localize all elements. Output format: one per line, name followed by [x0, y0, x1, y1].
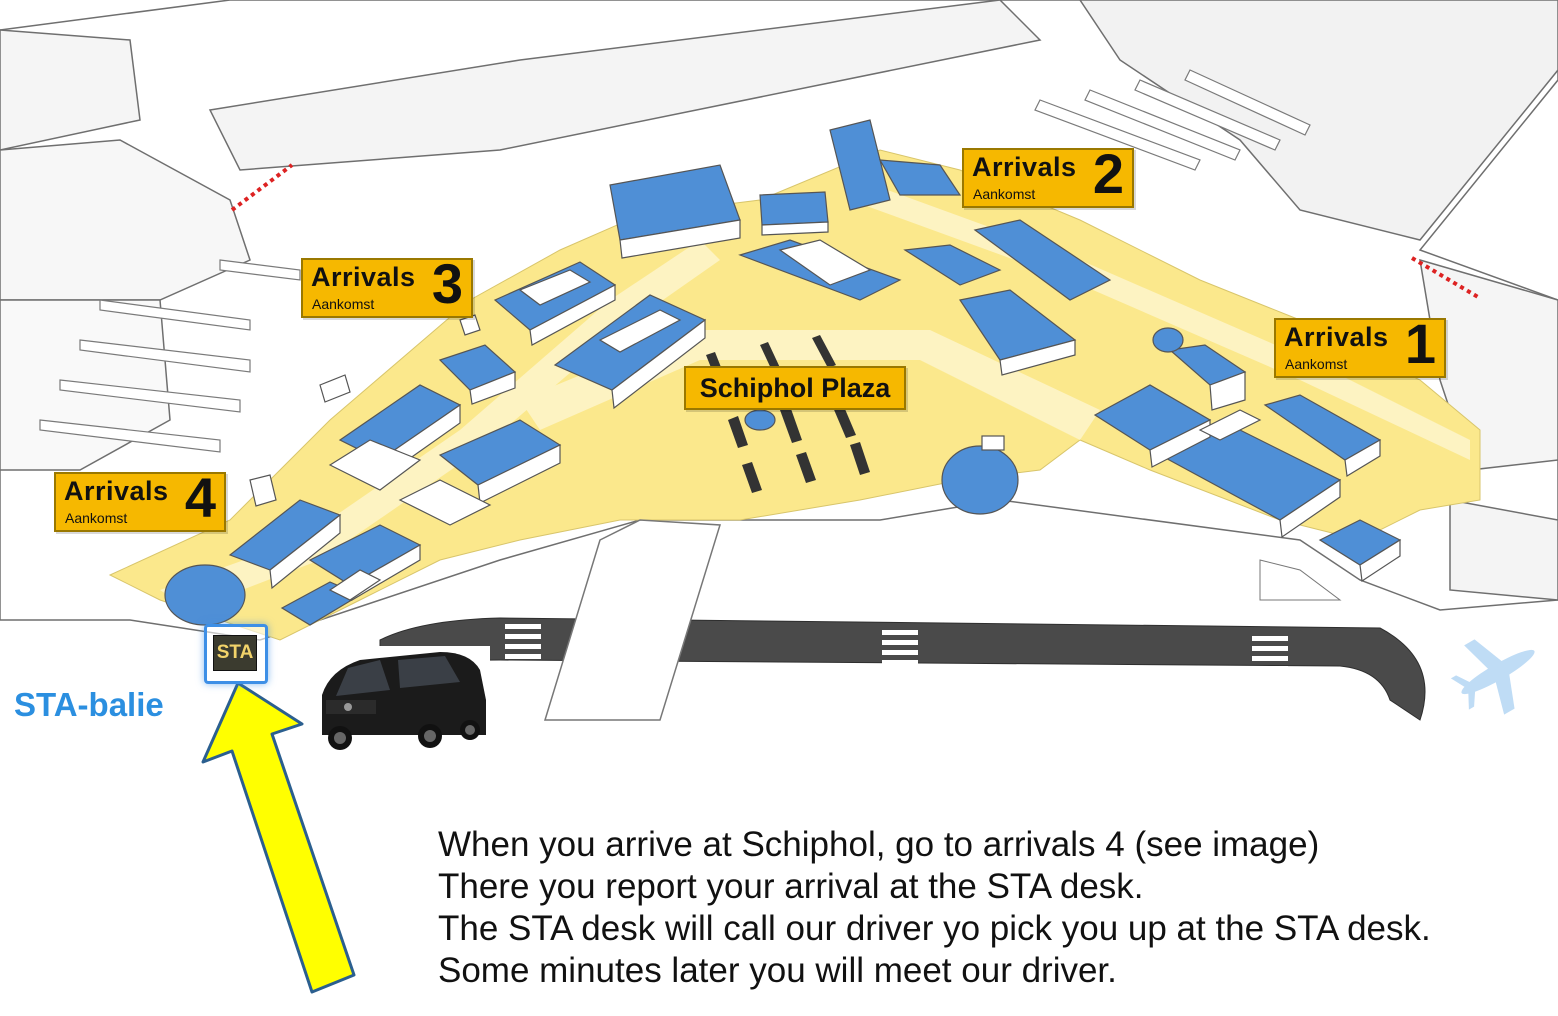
arrivals-2-sign: Arrivals Aankomst 2: [962, 142, 1134, 208]
instruction-line: There you report your arrival at the STA…: [438, 867, 1144, 906]
arrivals-2-number: 2: [1092, 142, 1124, 205]
instruction-line: When you arrive at Schiphol, go to arriv…: [438, 825, 1320, 864]
sta-desk-label: STA: [213, 635, 257, 671]
access-road: [379, 617, 1426, 721]
arrivals-1-sublabel: Aankomst: [1285, 356, 1348, 372]
car-icon: [312, 646, 490, 750]
arrivals-4-label: Arrivals: [64, 476, 169, 506]
shops-and-buildings: [164, 119, 1402, 626]
arrivals-1-label: Arrivals: [1284, 322, 1389, 352]
gate-wedges: [39, 69, 1311, 453]
instruction-line: The STA desk will call our driver yo pic…: [438, 909, 1431, 948]
airplane-icon: [1450, 639, 1535, 715]
schiphol-plaza-sign: Schiphol Plaza: [684, 366, 906, 410]
arrivals-4-sublabel: Aankomst: [65, 510, 128, 526]
arrivals-3-sign: Arrivals Aankomst 3: [301, 252, 473, 318]
arrivals-3-sublabel: Aankomst: [312, 296, 375, 312]
arrivals-2-sublabel: Aankomst: [973, 186, 1036, 202]
arrivals-4-number: 4: [184, 466, 216, 529]
instructions-text: When you arrive at Schiphol, go to arriv…: [438, 824, 1548, 992]
arrivals-1-number: 1: [1404, 312, 1436, 375]
arrivals-4-sign: Arrivals Aankomst 4: [54, 466, 226, 532]
arrivals-3-number: 3: [431, 252, 463, 315]
arrow-up-icon: [201, 681, 356, 994]
sta-balie-caption: STA-balie: [14, 686, 164, 723]
sta-desk-marker: STA: [204, 624, 268, 684]
arrivals-2-label: Arrivals: [972, 152, 1077, 182]
right-platform: [1259, 559, 1342, 601]
arrivals-3-label: Arrivals: [311, 262, 416, 292]
arrivals-1-sign: Arrivals Aankomst 1: [1274, 312, 1446, 378]
instruction-line: Some minutes later you will meet our dri…: [438, 951, 1117, 990]
walkway-bridge: [543, 519, 721, 721]
